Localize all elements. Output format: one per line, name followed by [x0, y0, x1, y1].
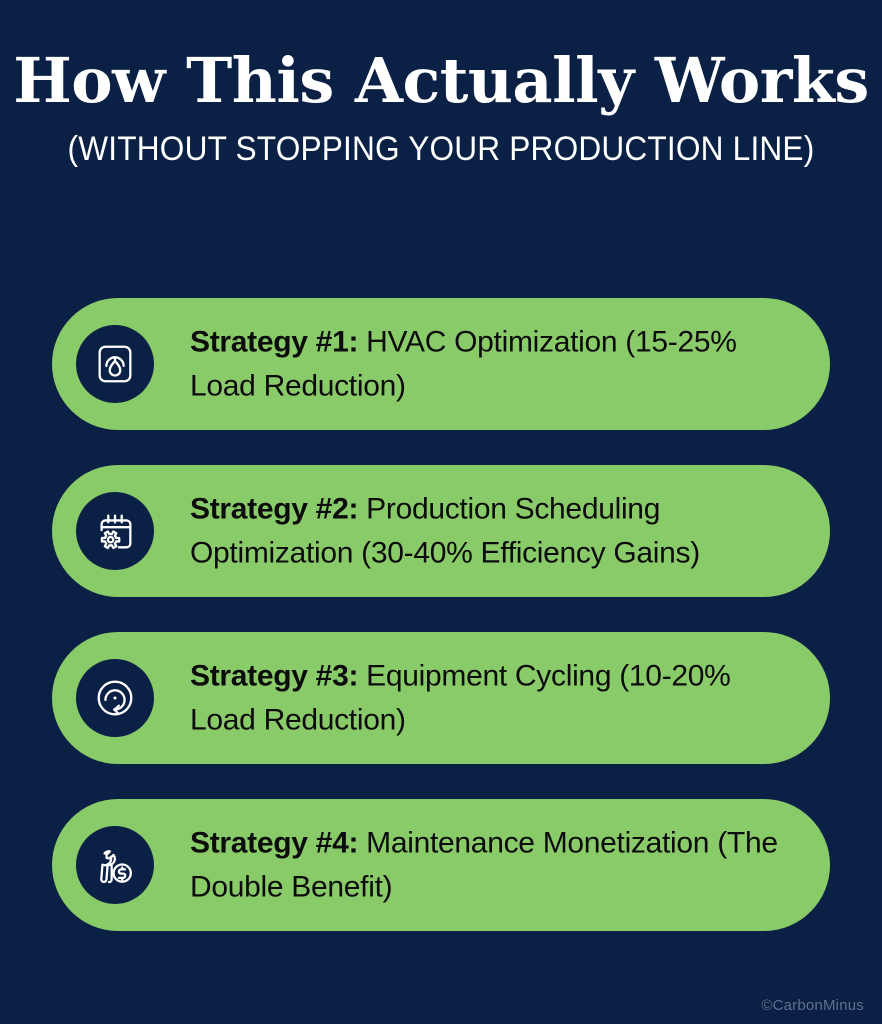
strategy-item-2[interactable]: Strategy #2: Production Scheduling Optim…: [52, 465, 830, 597]
strategy-item-1[interactable]: Strategy #1: HVAC Optimization (15-25% L…: [52, 298, 830, 430]
strategy-rest-2: Production Scheduling Optimization (30-4…: [190, 492, 700, 570]
strategy-rest-1: HVAC Optimization (15-25% Load Reduction…: [190, 325, 737, 403]
cycle-refresh-icon: [97, 680, 133, 716]
strategy-text-4: Strategy #4: Maintenance Monetization (T…: [190, 822, 802, 909]
calendar-gear-icon: [100, 514, 132, 550]
strategy-lead-1: Strategy #1:: [190, 325, 359, 359]
strategy-icon-badge-1: [76, 325, 154, 403]
strategy-list: Strategy #1: HVAC Optimization (15-25% L…: [52, 298, 830, 931]
wrench-dollar-icon: [100, 850, 132, 884]
strategy-text-3: Strategy #3: Equipment Cycling (10-20% L…: [190, 655, 802, 742]
strategy-icon-badge-2: [76, 492, 154, 570]
header: How This Actually Works (WITHOUT STOPPIN…: [0, 48, 882, 168]
strategy-lead-4: Strategy #4:: [190, 826, 359, 860]
strategy-icon-badge-3: [76, 659, 154, 737]
strategy-item-4[interactable]: Strategy #4: Maintenance Monetization (T…: [52, 799, 830, 931]
strategy-icon-badge-4: [76, 826, 154, 904]
strategy-item-3[interactable]: Strategy #3: Equipment Cycling (10-20% L…: [52, 632, 830, 764]
page-subtitle: (WITHOUT STOPPING YOUR PRODUCTION LINE): [67, 130, 815, 169]
strategy-rest-4: Maintenance Monetization (The Double Ben…: [190, 826, 778, 904]
gauge-thermostat-icon: [98, 345, 132, 383]
footer-credit: ©CarbonMinus: [761, 997, 864, 1014]
strategy-lead-2: Strategy #2:: [190, 492, 359, 526]
page-title: How This Actually Works: [13, 44, 869, 117]
strategy-lead-3: Strategy #3:: [190, 659, 359, 693]
strategy-rest-3: Equipment Cycling (10-20% Load Reduction…: [190, 659, 731, 737]
strategy-text-2: Strategy #2: Production Scheduling Optim…: [190, 488, 802, 575]
strategy-text-1: Strategy #1: HVAC Optimization (15-25% L…: [190, 321, 802, 408]
